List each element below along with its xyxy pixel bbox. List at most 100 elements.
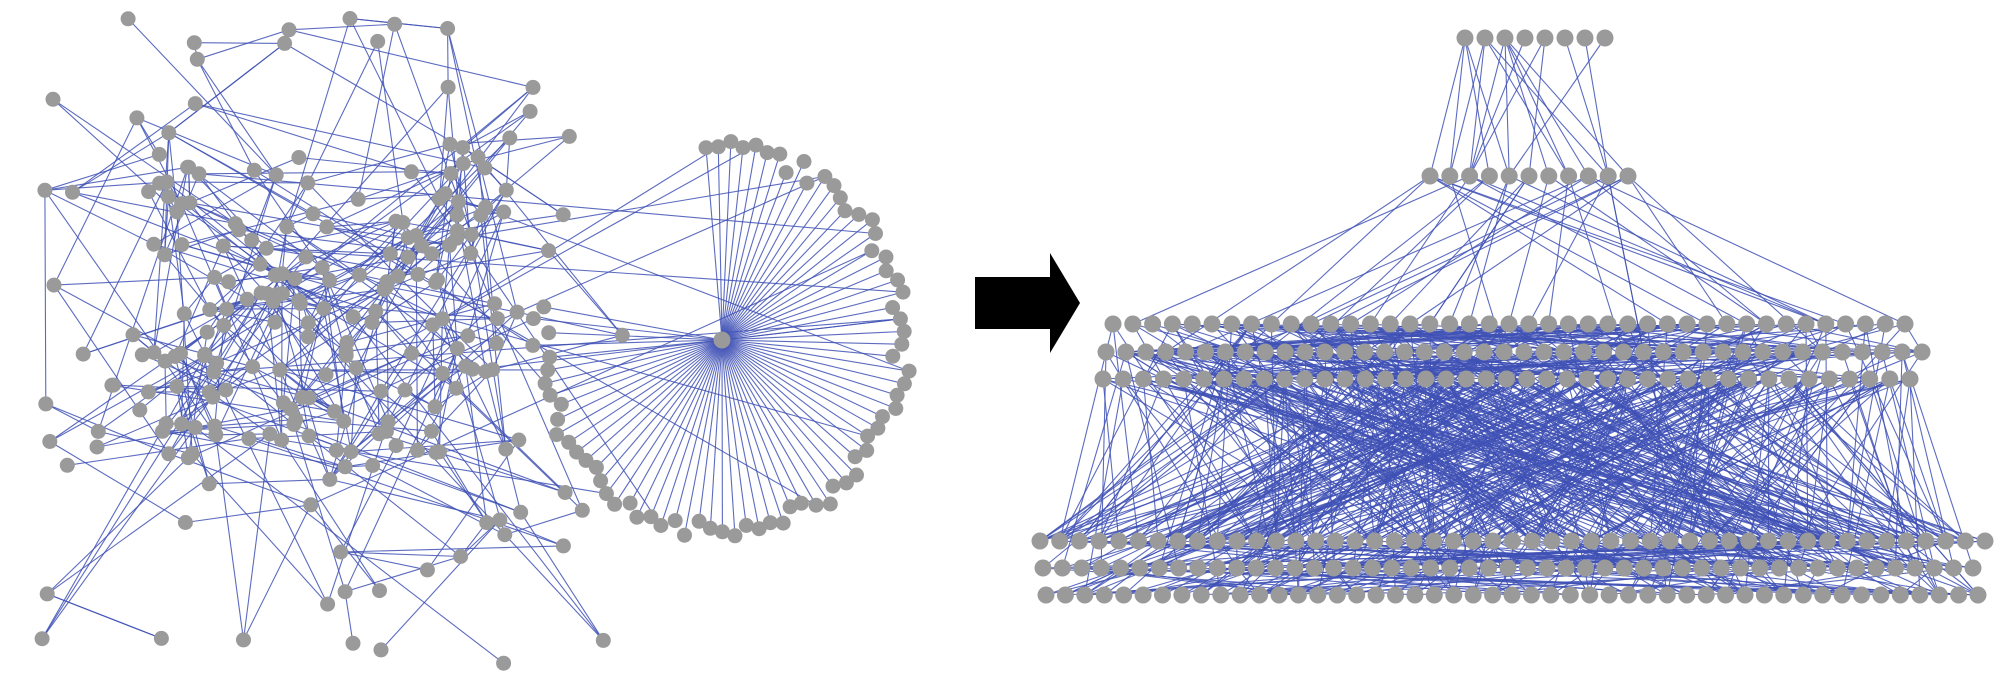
layer-edge <box>1449 37 1486 177</box>
left-edge <box>282 86 534 295</box>
left-edge <box>499 519 564 547</box>
left-edge <box>46 453 193 595</box>
layer-8-node <box>1328 586 1346 604</box>
layer-6-node <box>1799 532 1817 550</box>
layer-edge <box>1472 378 1528 596</box>
layer-edge <box>1384 378 1397 596</box>
hub-spoke-edge <box>721 339 847 484</box>
left-node <box>322 471 338 487</box>
left-edge <box>431 253 546 384</box>
left-edge <box>181 313 185 424</box>
layer-5-node <box>1255 370 1273 388</box>
left-node <box>236 632 251 648</box>
left-node <box>337 459 353 475</box>
layer-4-node <box>1535 343 1553 361</box>
layer-4-node <box>1694 343 1712 361</box>
left-node <box>216 318 232 333</box>
layer-3-node <box>1896 315 1914 333</box>
left-edge <box>307 143 451 184</box>
left-node <box>157 247 173 263</box>
left-node <box>337 584 353 600</box>
layer-8-node <box>1309 586 1327 604</box>
left-edge <box>209 263 261 311</box>
left-edge <box>281 273 283 441</box>
left-edge <box>442 318 901 374</box>
layer-6-node <box>1031 532 1049 550</box>
left-node <box>120 11 136 27</box>
layer-3-node <box>1639 315 1657 333</box>
layer-1-node <box>1556 29 1574 47</box>
left-edge <box>375 310 583 511</box>
layer-8-node <box>1755 586 1773 604</box>
left-node <box>90 423 106 439</box>
layer-edge <box>1102 378 1375 542</box>
left-node <box>187 419 203 435</box>
ring-node <box>762 515 778 531</box>
layer-3-node <box>1243 315 1261 333</box>
left-edge <box>456 175 825 239</box>
layer-8-node <box>1522 586 1540 604</box>
layer-edge <box>1243 378 1592 542</box>
left-edge <box>46 433 271 595</box>
left-node <box>300 175 316 191</box>
layer-edge <box>1429 37 1466 177</box>
layer-edge <box>1297 378 1306 596</box>
left-node <box>473 207 489 223</box>
layer-7-node <box>1964 559 1982 577</box>
layer-2-node <box>1421 167 1439 185</box>
left-edge <box>350 367 357 452</box>
ring-node <box>525 311 541 327</box>
layer-edge <box>1901 351 1974 569</box>
layer-5-node <box>1417 370 1435 388</box>
layer-4-node <box>1097 343 1115 361</box>
left-node <box>279 219 295 235</box>
layer-5-node <box>1800 370 1818 388</box>
layer-7-node <box>1363 559 1381 577</box>
layer-3-node <box>1540 315 1558 333</box>
left-node <box>277 35 293 51</box>
layer-7-node <box>1499 559 1517 577</box>
layer-4-node <box>1734 343 1752 361</box>
layer-8-node <box>1620 586 1637 604</box>
left-node <box>522 103 538 119</box>
hub-spoke-edge <box>721 339 856 458</box>
left-edge <box>242 433 271 640</box>
left-edge <box>327 421 389 605</box>
layer-3-node <box>1520 315 1538 333</box>
layer-6-node <box>1523 532 1541 550</box>
left-edge <box>439 198 504 213</box>
layer-5-node <box>1498 370 1515 388</box>
layer-6-node <box>1129 532 1147 550</box>
layer-edge <box>1433 378 1689 596</box>
left-node <box>46 277 62 293</box>
layer-1-node <box>1456 29 1474 47</box>
left-edge <box>52 98 178 213</box>
layer-5-node <box>1699 370 1717 388</box>
left-edge <box>340 445 397 553</box>
layer-4-node <box>1853 343 1871 361</box>
layer-7-node <box>1615 559 1633 577</box>
left-node <box>283 401 299 417</box>
left-edge <box>213 318 901 373</box>
left-node <box>496 655 512 671</box>
left-node <box>169 378 185 394</box>
layer-5-node <box>1619 370 1636 388</box>
left-edge <box>344 348 458 592</box>
left-edge <box>432 324 436 407</box>
layer-edge <box>1142 378 1358 596</box>
layer-edge <box>1445 378 1533 542</box>
left-node <box>267 314 283 330</box>
layer-edge <box>1084 378 1427 596</box>
left-node <box>186 35 202 51</box>
left-edge <box>447 28 487 208</box>
left-edge <box>301 144 757 398</box>
layer-4-node <box>1316 343 1334 361</box>
layer-4-node <box>1157 343 1175 361</box>
left-edge <box>52 98 236 225</box>
left-edge <box>340 551 461 558</box>
left-node <box>180 159 196 175</box>
hub-spoke-edge <box>721 339 857 476</box>
layer-edge <box>1236 378 1568 542</box>
left-node <box>201 476 217 492</box>
layer-4-node <box>1515 343 1533 361</box>
